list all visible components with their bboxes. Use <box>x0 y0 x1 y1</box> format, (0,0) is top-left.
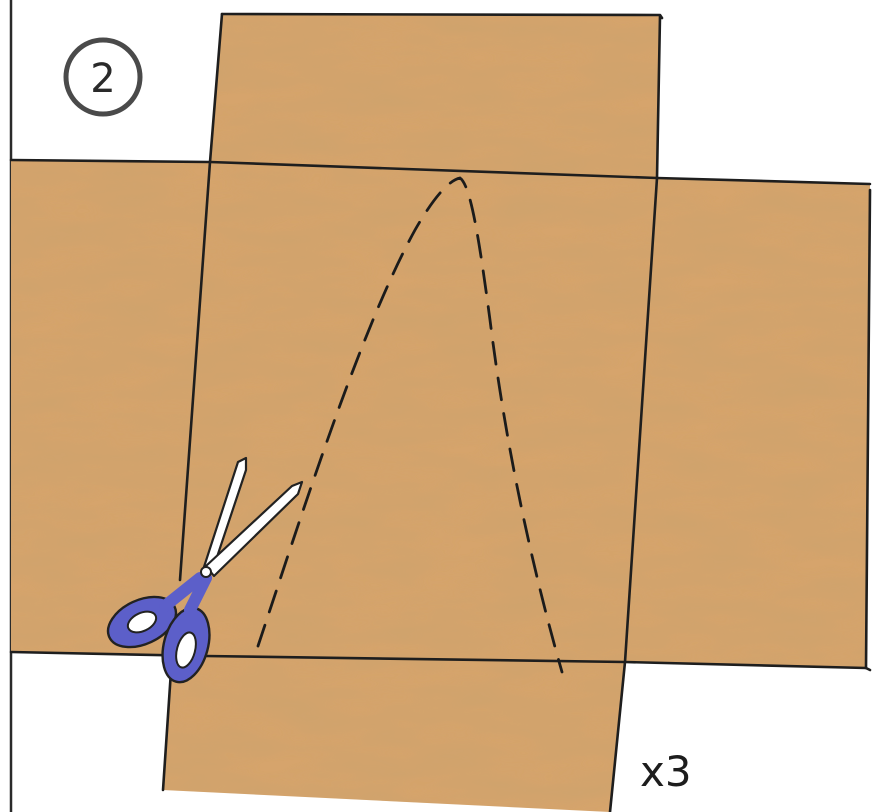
paper-middle-band <box>11 160 870 668</box>
paper-outlines <box>9 12 872 812</box>
step-number-badge: 2 <box>63 37 143 117</box>
dashed-cut-line <box>256 176 564 674</box>
scissors-blade-lower <box>204 480 304 578</box>
paper-bottom-flap <box>163 656 625 812</box>
scissors-pivot <box>200 566 212 578</box>
multiplier-label: x3 <box>640 747 692 796</box>
paper-net <box>11 14 870 812</box>
step-number-text: 2 <box>90 56 115 102</box>
scissors-icon <box>106 456 304 684</box>
paper-top-flap <box>210 14 660 178</box>
